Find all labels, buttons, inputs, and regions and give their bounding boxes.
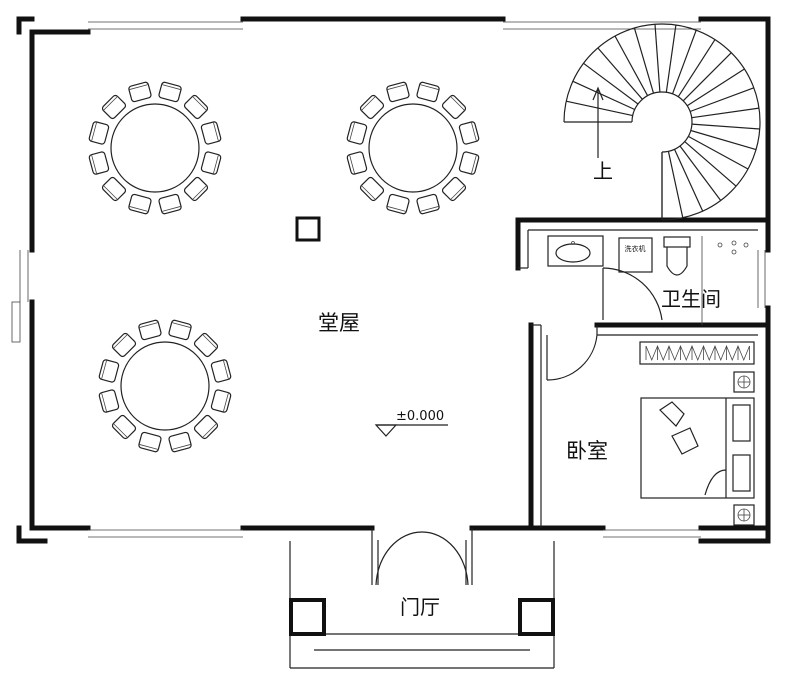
chair bbox=[101, 94, 127, 120]
chair bbox=[441, 176, 467, 202]
round-table bbox=[346, 81, 480, 215]
chair bbox=[128, 193, 152, 215]
bed bbox=[640, 397, 755, 499]
chair bbox=[193, 332, 219, 358]
chair bbox=[359, 94, 385, 120]
washer-label: 洗衣机 bbox=[625, 244, 646, 253]
cushion bbox=[671, 427, 699, 455]
chair bbox=[200, 151, 222, 175]
room-label-bathroom: 卫生间 bbox=[661, 287, 721, 311]
toilet-tank bbox=[663, 236, 691, 248]
nightstand-top bbox=[733, 371, 755, 393]
chair bbox=[158, 193, 182, 215]
chair bbox=[111, 414, 137, 440]
chair bbox=[386, 193, 410, 215]
chair bbox=[98, 359, 120, 383]
toilet-icon bbox=[666, 247, 688, 276]
chair bbox=[128, 81, 152, 103]
chair bbox=[346, 121, 368, 145]
chair bbox=[138, 431, 162, 453]
chair bbox=[193, 414, 219, 440]
chair bbox=[158, 81, 182, 103]
room-label-bedroom: 卧室 bbox=[566, 439, 608, 463]
spiral-staircase bbox=[563, 23, 761, 221]
chair bbox=[183, 94, 209, 120]
chair bbox=[88, 121, 110, 145]
chair bbox=[458, 121, 480, 145]
wardrobe-hangers bbox=[645, 344, 750, 362]
bathroom-fixtures: 洗衣机 bbox=[547, 235, 749, 276]
entrance-porch bbox=[289, 541, 555, 669]
chair bbox=[138, 319, 162, 341]
washing-machine-icon bbox=[618, 237, 653, 273]
dining-tables bbox=[88, 81, 480, 453]
washbasin-icon bbox=[555, 243, 591, 263]
room-label-entrance-hall: 门厅 bbox=[400, 595, 440, 619]
chair bbox=[441, 94, 467, 120]
chair bbox=[386, 81, 410, 103]
cushion bbox=[659, 401, 685, 427]
round-table bbox=[88, 81, 222, 215]
column-marker bbox=[295, 216, 321, 242]
chair bbox=[210, 359, 232, 383]
chair bbox=[458, 151, 480, 175]
bedroom-furniture bbox=[639, 341, 755, 526]
chair bbox=[183, 176, 209, 202]
chair bbox=[200, 121, 222, 145]
chair bbox=[88, 151, 110, 175]
stair-label: 上 bbox=[593, 159, 613, 183]
chair bbox=[98, 389, 120, 413]
chair bbox=[168, 431, 192, 453]
chair bbox=[210, 389, 232, 413]
chair bbox=[111, 332, 137, 358]
exterior-walls bbox=[11, 16, 771, 544]
room-label-living-hall: 堂屋 bbox=[318, 311, 360, 335]
interior-walls bbox=[515, 217, 771, 531]
chair bbox=[416, 193, 440, 215]
doors bbox=[371, 267, 663, 586]
round-table bbox=[98, 319, 232, 453]
wardrobe bbox=[639, 341, 755, 365]
nightstand-bottom bbox=[733, 504, 755, 526]
pillow bbox=[732, 454, 751, 492]
chair bbox=[416, 81, 440, 103]
elevation-marker: ±0.000 bbox=[374, 409, 448, 437]
chair bbox=[346, 151, 368, 175]
elevation-label: ±0.000 bbox=[396, 409, 444, 424]
pillow bbox=[732, 404, 751, 442]
chair bbox=[168, 319, 192, 341]
chair bbox=[101, 176, 127, 202]
chair bbox=[359, 176, 385, 202]
